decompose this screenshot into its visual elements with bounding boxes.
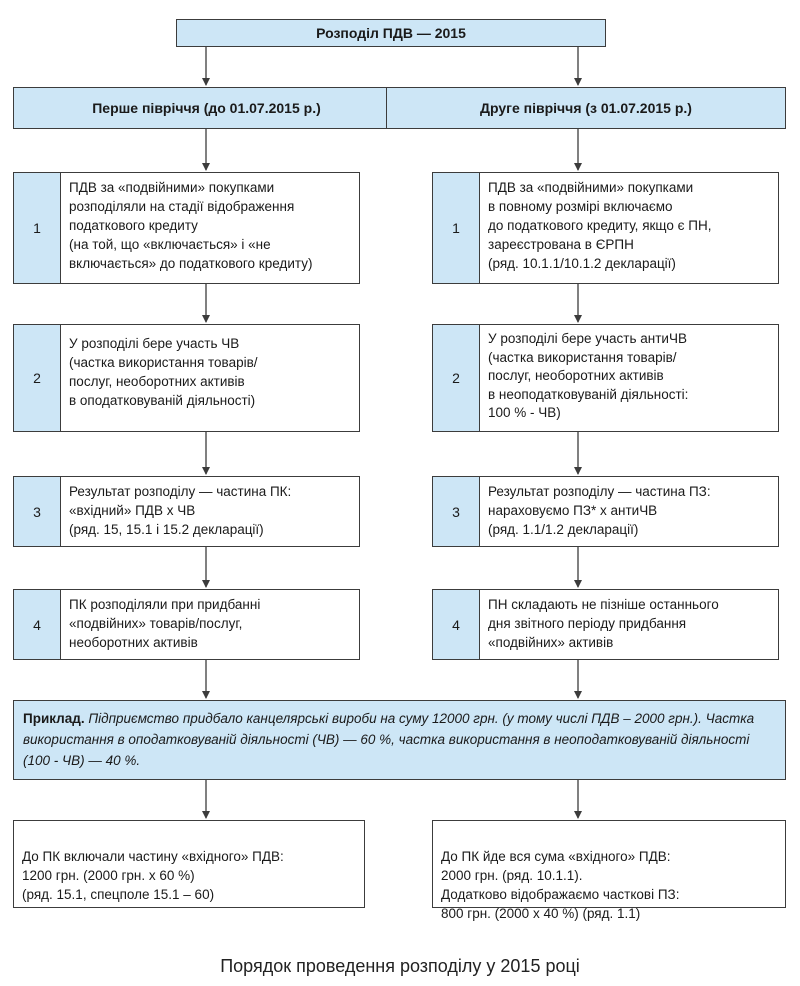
- right-step-4: 4 ПН складають не пізніше останнього дня…: [432, 589, 779, 660]
- step-number: 1: [433, 173, 480, 283]
- right-step-2: 2 У розподілі бере участь антиЧВ (частка…: [432, 324, 779, 432]
- example-box: Приклад. Підприємство придбало канцелярс…: [13, 700, 786, 780]
- step-number: 3: [433, 477, 480, 546]
- right-header-box: Друге півріччя (з 01.07.2015 р.): [386, 87, 786, 129]
- left-step-1: 1 ПДВ за «подвійними» покупками розподіл…: [13, 172, 360, 284]
- title-text: Розподіл ПДВ — 2015: [316, 25, 466, 41]
- step-number: 4: [14, 590, 61, 659]
- step-text: Результат розподілу — частина ПК: «вхідн…: [69, 484, 292, 537]
- left-step-2: 2 У розподілі бере участь ЧВ (частка вик…: [13, 324, 360, 432]
- step-text: У розподілі бере участь антиЧВ (частка в…: [488, 331, 689, 420]
- example-text: Підприємство придбало канцелярські вироб…: [23, 711, 755, 768]
- step-number: 4: [433, 590, 480, 659]
- step-number: 3: [14, 477, 61, 546]
- step-text: ПДВ за «подвійними» покупками в повному …: [488, 180, 712, 271]
- figure-caption: Порядок проведення розподілу у 2015 році: [220, 956, 580, 976]
- title-box: Розподіл ПДВ — 2015: [176, 19, 606, 47]
- step-text: ПК розподіляли при придбанні «подвійних»…: [69, 597, 261, 650]
- step-text: ПН складають не пізніше останнього дня з…: [488, 597, 719, 650]
- right-result-box: До ПК йде вся сума «вхідного» ПДВ: 2000 …: [432, 820, 786, 921]
- step-number: 2: [433, 325, 480, 431]
- step-text: У розподілі бере участь ЧВ (частка викор…: [69, 336, 258, 408]
- left-step-4: 4 ПК розподіляли при придбанні «подвійни…: [13, 589, 360, 660]
- step-number: 2: [14, 325, 61, 431]
- step-text: ПДВ за «подвійними» покупками розподілял…: [69, 180, 313, 271]
- step-number: 1: [14, 173, 61, 283]
- left-header-box: Перше півріччя (до 01.07.2015 р.): [13, 87, 400, 129]
- left-result-text: До ПК включали частину «вхідного» ПДВ: 1…: [22, 849, 284, 902]
- right-step-1: 1 ПДВ за «подвійними» покупками в повном…: [432, 172, 779, 284]
- step-text: Результат розподілу — частина ПЗ: нарахо…: [488, 484, 711, 537]
- right-header-text: Друге півріччя (з 01.07.2015 р.): [480, 100, 692, 116]
- right-step-3: 3 Результат розподілу — частина ПЗ: нара…: [432, 476, 779, 547]
- right-result-text: До ПК йде вся сума «вхідного» ПДВ: 2000 …: [441, 849, 680, 921]
- left-result-box: До ПК включали частину «вхідного» ПДВ: 1…: [13, 820, 365, 908]
- left-step-3: 3 Результат розподілу — частина ПК: «вхі…: [13, 476, 360, 547]
- left-header-text: Перше півріччя (до 01.07.2015 р.): [92, 100, 321, 116]
- example-label: Приклад.: [23, 711, 85, 726]
